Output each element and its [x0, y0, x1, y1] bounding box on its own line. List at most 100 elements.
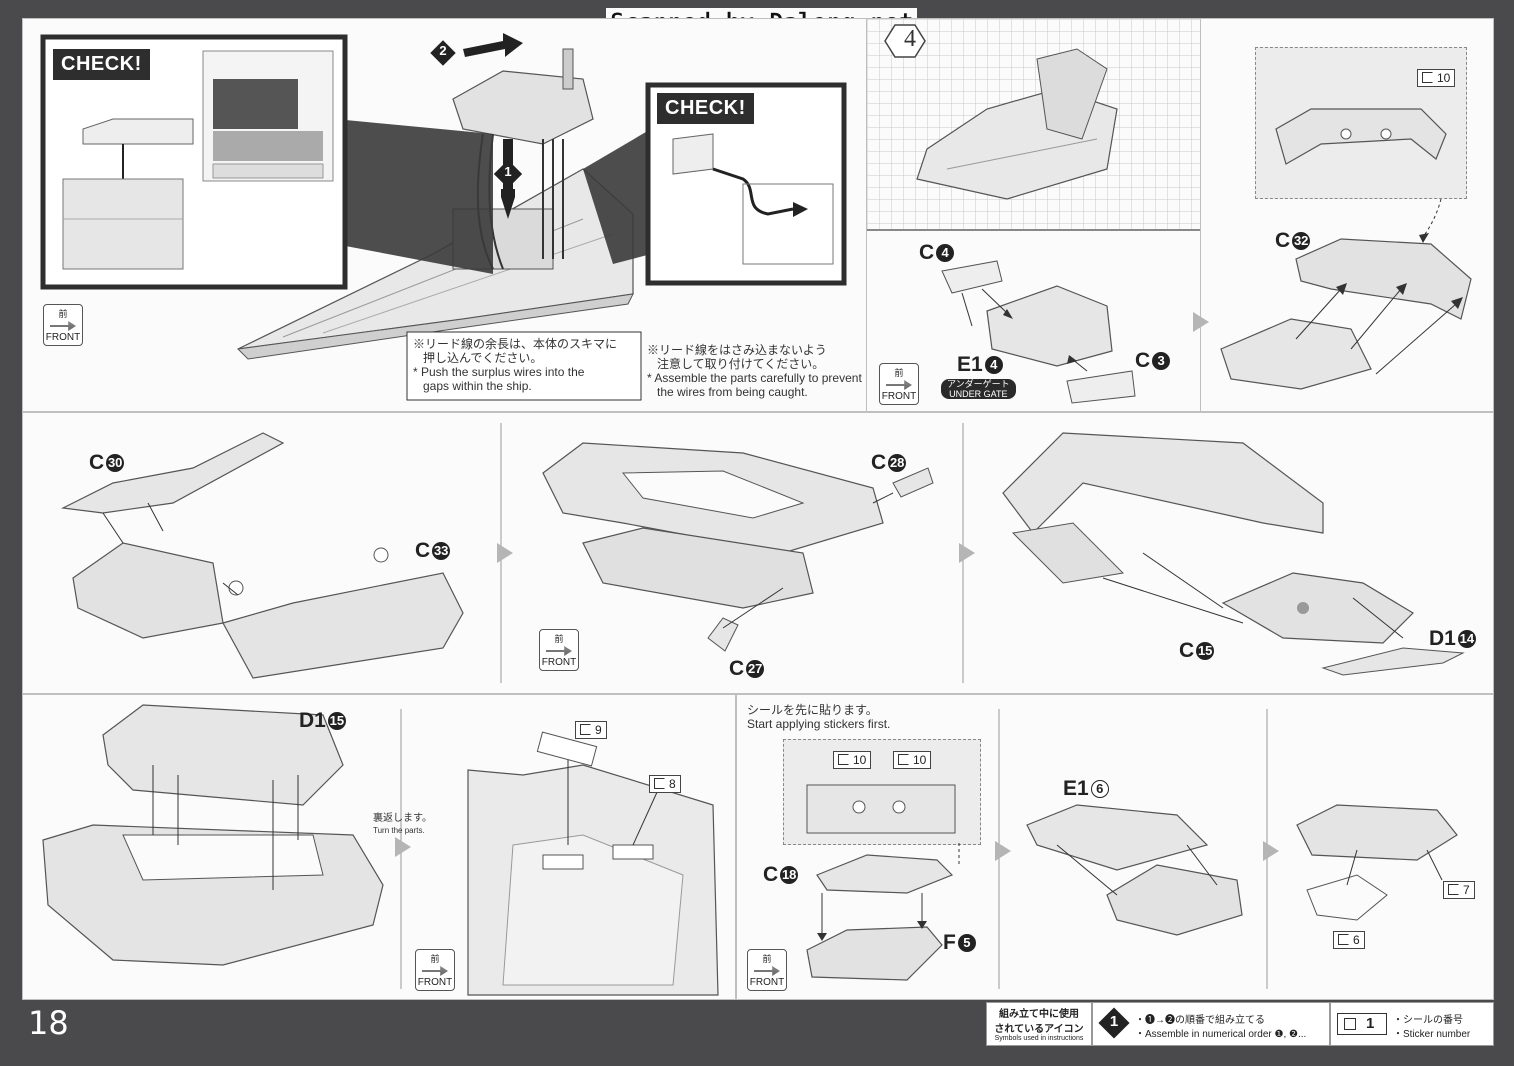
part-letter: C: [871, 451, 887, 474]
under-gate-en: UNDER GATE: [949, 389, 1008, 399]
part-letter: C: [415, 539, 431, 562]
step-arrow: [497, 543, 513, 563]
step-arrow: [1193, 312, 1209, 332]
step-arrow: [1263, 841, 1279, 861]
note-careful-wires-en-1: * Assemble the parts carefully to preven…: [647, 371, 862, 385]
stickers-first-en: Start applying stickers first.: [747, 717, 891, 731]
front-indicator: 前 FRONT: [747, 949, 787, 991]
front-arrow-icon: [50, 321, 76, 331]
d115-illustration: [42, 704, 719, 996]
sticker-number: 10: [1437, 71, 1451, 85]
check-badge-2: CHECK!: [657, 93, 754, 124]
sticker-icon: [1422, 72, 1433, 83]
stickers-first-jp: シールを先に貼ります。: [747, 703, 878, 717]
check-badge-1: CHECK!: [53, 49, 150, 80]
page-number: 18: [28, 1004, 69, 1042]
bridge-assembly-illustration: [941, 260, 1136, 404]
legend-sticker-jp: ・シールの番号: [1393, 1015, 1463, 1026]
part-letter: C: [1179, 639, 1195, 662]
note-careful-wires-en-2: the wires from being caught.: [657, 385, 808, 399]
front-indicator: 前 FRONT: [43, 304, 83, 346]
part-letter: E1: [1063, 777, 1089, 800]
part-letter: C: [919, 241, 935, 264]
step-arrow: [959, 543, 975, 563]
part-letter: C: [1275, 229, 1291, 252]
part-letter: C: [763, 863, 779, 886]
sticker-number: 7: [1463, 883, 1470, 897]
part-letter: D1: [299, 709, 326, 732]
turn-parts-jp: 裏返します。: [373, 813, 432, 824]
front-arrow-icon: [422, 966, 448, 976]
stickers-first-note: シールを先に貼ります。 Start applying stickers firs…: [747, 703, 890, 731]
part-letter: C: [89, 451, 105, 474]
sticker-icon: [1338, 934, 1349, 945]
turn-parts-en: Turn the parts.: [373, 826, 425, 835]
part-number-badge: 30: [106, 454, 125, 472]
part-number-badge: 28: [888, 454, 907, 472]
step-arrow: [395, 837, 411, 857]
note-push-wires-jp-1: ※リード線の余長は、本体のスキマに: [413, 337, 618, 351]
sticker-label-7: 7: [1443, 881, 1475, 899]
note-push-wires: ※リード線の余長は、本体のスキマに 押し込んでください。 * Push the …: [413, 337, 643, 393]
part-letter: D1: [1429, 627, 1456, 650]
front-word: FRONT: [417, 977, 453, 988]
order-en: ・Assemble in numerical order ❶, ❷...: [1135, 1029, 1307, 1040]
front-kanji: 前: [894, 368, 904, 378]
legend-title-jp-1: 組み立て中に使用: [999, 1009, 1079, 1020]
part-number-badge: 18: [780, 866, 799, 884]
note-careful-wires: ※リード線をはさみ込まないよう 注意して取り付けてください。 * Assembl…: [647, 343, 867, 399]
front-word: FRONT: [749, 977, 785, 988]
part-number-badge: 15: [327, 712, 346, 730]
sticker-label-10a: 10: [833, 751, 872, 769]
part-letter: C: [729, 657, 745, 680]
part-number-badge: 32: [1292, 232, 1311, 250]
grid-background: [867, 19, 1201, 229]
front-indicator: 前 FRONT: [879, 363, 919, 405]
part-number-badge: 15: [1196, 642, 1215, 660]
order-number: 1: [1109, 1013, 1119, 1030]
front-arrow-icon: [754, 966, 780, 976]
sticker-label-9: 9: [575, 721, 607, 739]
c32-illustration: [1220, 108, 1472, 390]
front-kanji: 前: [430, 954, 440, 964]
sticker-label-8: 8: [649, 775, 681, 793]
front-kanji: 前: [762, 954, 772, 964]
front-indicator: 前 FRONT: [415, 949, 455, 991]
sticker-icon: [654, 778, 665, 789]
part-number-badge: 4: [936, 244, 955, 262]
step-marker: 4: [904, 26, 916, 52]
front-word: FRONT: [45, 332, 81, 343]
sticker-label-6: 6: [1333, 931, 1365, 949]
part-number-badge: 4: [984, 356, 1003, 374]
legend-title: 組み立て中に使用 されているアイコン Symbols used in instr…: [986, 1002, 1092, 1046]
under-gate-jp: アンダーゲート: [947, 379, 1010, 389]
step-arrow: [995, 841, 1011, 861]
front-word: FRONT: [881, 391, 917, 402]
sticker-number: 6: [1353, 933, 1360, 947]
ship-wiring-illustration: [40, 33, 847, 401]
front-kanji: 前: [554, 634, 564, 644]
sticker-icon: [898, 754, 909, 765]
sticker-label-10: 10: [1417, 69, 1456, 87]
panel-wiring-check: CHECK! CHECK! 2 1 ※リード線の余長は、本体のスキマに 押し込ん…: [22, 18, 868, 412]
part-number-badge: 6: [1090, 780, 1109, 798]
front-arrow-icon: [886, 380, 912, 390]
part-number-badge: 27: [746, 660, 765, 678]
sticker-icon: [580, 724, 591, 735]
part-number-badge: 3: [1152, 352, 1171, 370]
sticker-icon: [838, 754, 849, 765]
part-letter: F: [943, 931, 956, 954]
order-jp: ・❶→❷の順番で組み立てる: [1135, 1015, 1265, 1026]
